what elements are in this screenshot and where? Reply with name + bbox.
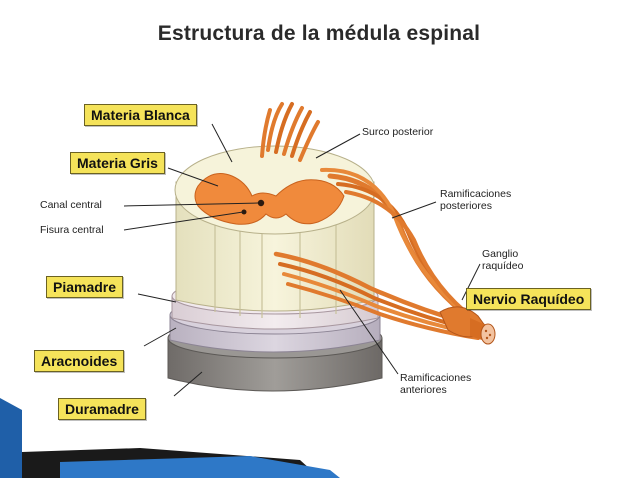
posterior-rootlets xyxy=(260,102,320,162)
label-materia-gris: Materia Gris xyxy=(70,152,165,174)
label-ramificaciones-anteriores-line1: Ramificaciones xyxy=(400,372,472,384)
label-ganglio-raquideo-line2: raquídeo xyxy=(482,260,524,272)
page-title: Estructura de la médula espinal xyxy=(157,22,481,45)
label-materia-blanca: Materia Blanca xyxy=(84,104,197,126)
central-canal-dot xyxy=(257,199,265,207)
corner-decoration xyxy=(0,398,340,478)
pointer-lines xyxy=(123,123,481,397)
grey-matter-butterfly xyxy=(194,173,345,225)
label-ganglio-raquideo-line1: Ganglio xyxy=(482,248,519,260)
label-ramificaciones-anteriores: Ramificaciones anteriores xyxy=(400,372,471,396)
central-fissure-dot xyxy=(241,209,247,215)
spinal-nerve xyxy=(439,306,496,345)
label-fisura-central: Fisura central xyxy=(40,224,104,236)
label-ramificaciones-posteriores-line1: Ramificaciones xyxy=(440,188,512,200)
label-ganglio-raquideo: Ganglio raquídeo xyxy=(482,248,523,272)
label-ramificaciones-anteriores-line2: anteriores xyxy=(400,384,447,396)
label-piamadre: Piamadre xyxy=(46,276,124,298)
label-canal-central: Canal central xyxy=(40,199,102,211)
label-duramadre: Duramadre xyxy=(58,398,146,420)
label-nervio-raquideo: Nervio Raquídeo xyxy=(466,288,592,310)
posterior-branches xyxy=(320,167,486,328)
label-surco-posterior: Surco posterior xyxy=(362,126,434,138)
label-aracnoides: Aracnoides xyxy=(34,350,125,372)
label-ramificaciones-posteriores: Ramificaciones posteriores xyxy=(440,188,511,212)
label-ramificaciones-posteriores-line2: posteriores xyxy=(440,200,492,212)
